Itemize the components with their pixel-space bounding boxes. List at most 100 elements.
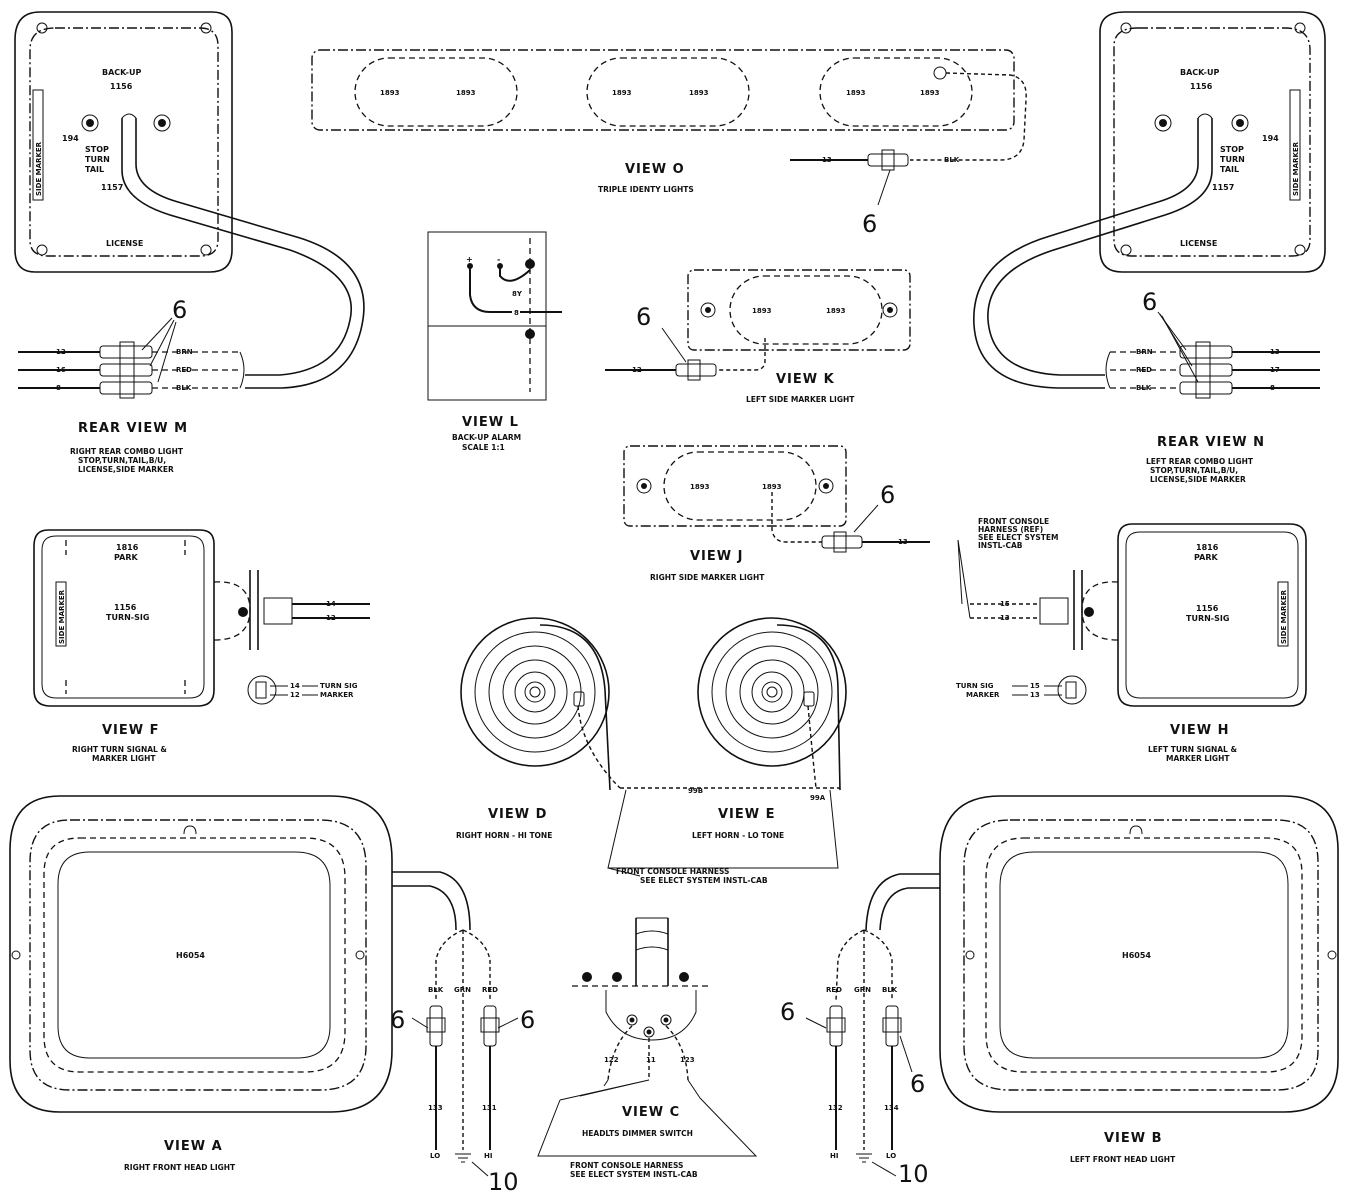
turn-sig-label: TURN-SIG [1186,614,1229,623]
view-subtitle-1: RIGHT REAR COMBO LIGHT [70,447,184,456]
view-title: VIEW A [164,1139,223,1154]
wire-num: 12 [632,366,642,374]
wire-color-1: BRN [176,348,193,356]
view-subtitle-1: BACK-UP ALARM [452,433,521,442]
park-label: PARK [1194,553,1218,562]
legend-text-2: MARKER [966,691,1000,699]
view-subtitle: HEADLTS DIMMER SWITCH [582,1129,693,1138]
legend-text-1: TURN SIG [320,682,358,690]
turn-label: TURN [1220,155,1245,164]
backup-label: BACK-UP [102,68,141,77]
rear-view-n: SIDE MARKER BACK-UP 1156 194 STOP TURN T… [973,11,1326,484]
wire-label: 8 [514,309,519,317]
view-f: 1816 PARK 1156 TURN-SIG SIDE MARKER 14 1… [33,529,370,763]
callout-6: 6 [390,1006,405,1034]
callout-6: 6 [172,296,187,324]
bulb-side: 194 [1262,134,1279,143]
legend-text-1: TURN SIG [956,682,994,690]
view-title: VIEW L [462,415,519,430]
view-subtitle: RIGHT SIDE MARKER LIGHT [650,573,765,582]
wire-99b: 99B [688,787,703,795]
bulb-label: 1893 [612,89,632,97]
horn-note-1: FRONT CONSOLE HARNESS [616,867,729,876]
wire-color-3: BLK [176,384,192,392]
view-h: 1816 PARK 1156 TURN-SIG SIDE MARKER 15 1… [956,517,1307,763]
callout-10: 10 [488,1168,519,1192]
bulb-label: 1893 [690,483,710,491]
view-title: VIEW F [102,723,160,738]
legend-num-1: 14 [290,682,300,690]
bulb-backup: 1156 [1190,82,1213,91]
view-title: VIEW E [718,807,776,822]
view-title: VIEW K [776,372,835,387]
view-title: VIEW D [488,807,547,822]
legend-num-1: 15 [1030,682,1040,690]
wire-color-3: BLK [1136,384,1152,392]
plus-label: + [466,255,473,264]
bulb-label: 1893 [920,89,940,97]
wire-num-2: 12 [326,614,336,622]
view-b: H6054 RED GRN BLK 132 134 HI LO 6 6 10 V… [780,795,1339,1188]
callout-6: 6 [910,1070,925,1098]
view-subtitle: LEFT HORN - LO TONE [692,831,784,840]
stop-label: STOP [85,145,109,154]
view-subtitle: LEFT FRONT HEAD LIGHT [1070,1155,1176,1164]
wire-color: BLK [944,156,960,164]
side-marker-label: SIDE MARKER [1280,589,1288,644]
bulb-turn: 1156 [1196,604,1219,613]
horn-note-2: SEE ELECT SYSTEM INSTL-CAB [640,876,768,885]
horn-harness: 99B 99A FRONT CONSOLE HARNESS SEE ELECT … [607,787,840,885]
note-2: HARNESS (REF) [978,525,1043,534]
callout-6: 6 [1142,288,1157,316]
bulb-label: 1893 [762,483,782,491]
bulb-label: 1893 [380,89,400,97]
wire-num-1: 15 [1000,600,1010,608]
wire-color-3: BLK [882,986,898,994]
wire-num: 13 [898,538,908,546]
view-subtitle-3: LICENSE,SIDE MARKER [78,465,174,474]
view-title: VIEW O [625,162,685,177]
wire-color-2: GRN [454,986,471,994]
wire-num: 13 [822,156,832,164]
view-j: 1893 1893 13 6 VIEW J RIGHT SIDE MARKER … [623,445,930,582]
turn-label: TURN [85,155,110,164]
side-marker-label: SIDE MARKER [1292,141,1300,196]
bulb-label: 1893 [752,307,772,315]
tail-label: TAIL [1220,165,1239,174]
wire-color-1: BLK [428,986,444,994]
bulb-stop: 1157 [1212,183,1234,192]
wire-color-2: GRN [854,986,871,994]
wire-num-3: 123 [680,1056,695,1064]
end-label-2: HI [484,1152,492,1160]
note-4: INSTL-CAB [978,541,1023,550]
bulb-stop: 1157 [101,183,123,192]
view-title: VIEW B [1104,1131,1163,1146]
wire-num-1: 13 [1270,348,1280,356]
view-e: VIEW E LEFT HORN - LO TONE [692,617,847,840]
lamp-label: H6054 [176,951,205,960]
callout-6: 6 [780,998,795,1026]
bulb-label: 1893 [826,307,846,315]
rear-view-m: SIDE MARKER BACK-UP 1156 194 STOP TURN T… [14,11,365,474]
backup-label: BACK-UP [1180,68,1219,77]
wire-color-3: RED [482,986,498,994]
view-l: + - 8Y 8 VIEW L BACK-UP ALARM SCALE 1:1 [427,231,562,452]
terminal-label: 8Y [512,290,523,298]
bulb-label: 1893 [456,89,476,97]
view-title: VIEW C [622,1105,680,1120]
wire-num-1: 132 [828,1104,843,1112]
wire-num-2: 11 [646,1056,656,1064]
wire-num-3: 8 [56,384,61,392]
end-label-1: LO [430,1152,440,1160]
view-subtitle-1: LEFT REAR COMBO LIGHT [1146,457,1254,466]
wire-color-1: RED [826,986,842,994]
license-label: LICENSE [1180,239,1217,248]
view-subtitle-2: STOP,TURN,TAIL,B/U, [1150,466,1238,475]
view-title: REAR VIEW N [1157,435,1265,450]
view-title: VIEW J [690,549,743,564]
bulb-label: 1893 [846,89,866,97]
minus-label: - [497,255,500,264]
wire-99a: 99A [810,794,826,802]
wire-num-2: 131 [482,1104,497,1112]
wire-num-2: 17 [1270,366,1280,374]
